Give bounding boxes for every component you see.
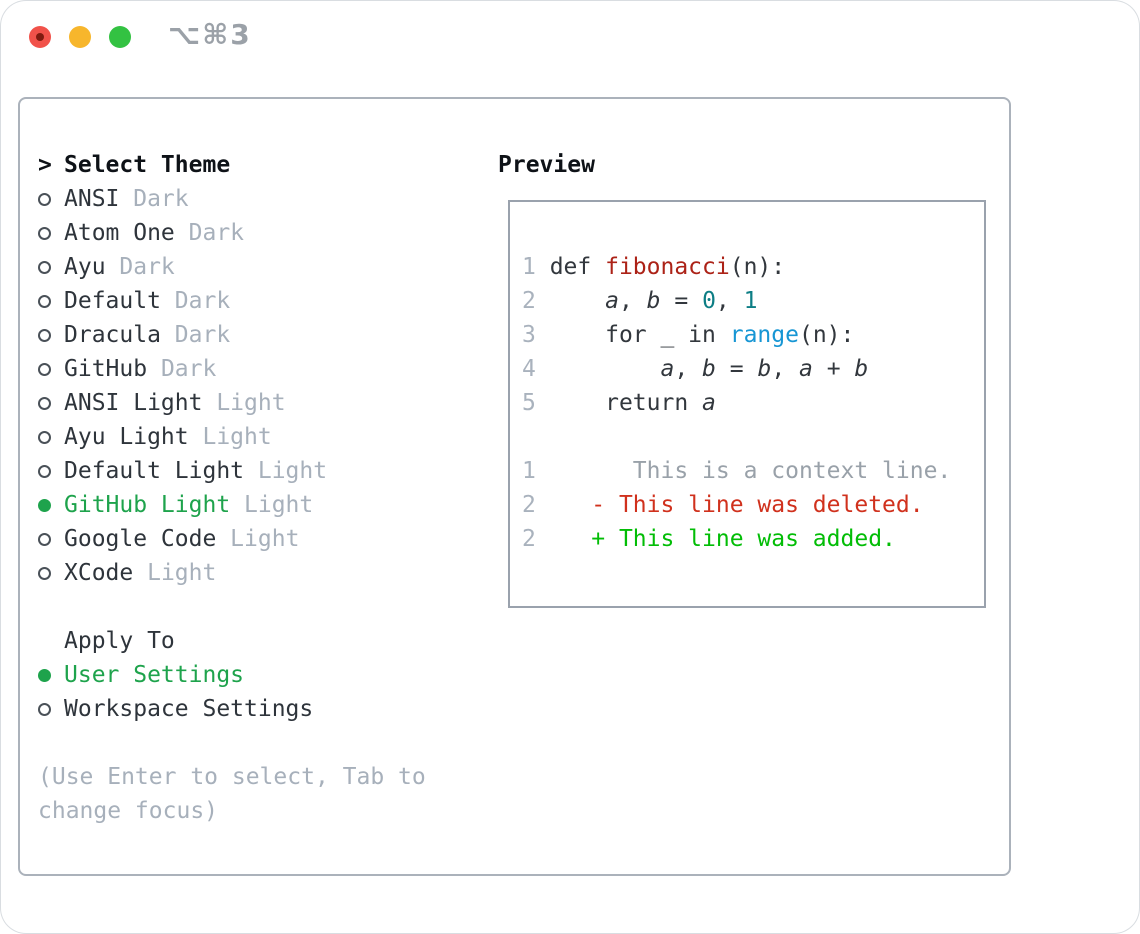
theme-variant-label: Dark — [160, 288, 231, 314]
radio-icon — [38, 430, 51, 444]
line-number: 2 — [522, 526, 550, 552]
select-theme-label: Select Theme — [64, 152, 231, 178]
theme-option-atom-one[interactable]: Atom One Dark — [38, 216, 426, 250]
option-label: ANSI Light — [64, 390, 203, 416]
option-label: Ayu Light — [64, 424, 189, 450]
radio-selected-icon — [38, 498, 51, 512]
theme-variant-label: Dark — [105, 254, 175, 280]
radio-icon — [38, 532, 51, 546]
radio-icon — [38, 192, 51, 206]
theme-option-google-code[interactable]: Google Code Light — [38, 522, 426, 556]
line-number: 3 — [522, 322, 550, 348]
radio-selected-icon — [38, 668, 51, 682]
theme-variant-label: Dark — [160, 322, 231, 348]
theme-option-dracula[interactable]: Dracula Dark — [38, 318, 426, 352]
cursor-arrow-icon: > — [38, 152, 52, 178]
line-number: 2 — [522, 492, 550, 518]
hint-line-1: (Use Enter to select, Tab to — [38, 764, 426, 790]
option-label: XCode — [64, 560, 134, 586]
theme-variant-label: Light — [244, 458, 328, 484]
theme-option-ansi[interactable]: ANSI Dark — [38, 182, 426, 216]
radio-icon — [38, 702, 51, 716]
code-line: 1 This is a context line. — [522, 458, 952, 484]
code-line: 4 a, b = b, a + b — [522, 356, 869, 382]
option-label: User Settings — [64, 662, 245, 688]
radio-icon — [38, 226, 51, 240]
theme-variant-label: Light — [188, 424, 272, 450]
theme-option-xcode[interactable]: XCode Light — [38, 556, 426, 590]
code-line: 5 return a — [522, 390, 716, 416]
window-title: ⌥⌘3 — [168, 18, 252, 51]
radio-icon — [38, 396, 51, 410]
theme-option-default-light[interactable]: Default Light Light — [38, 454, 426, 488]
theme-variant-label: Dark — [119, 186, 189, 212]
zoom-button-icon[interactable] — [109, 26, 131, 48]
line-number: 2 — [522, 288, 550, 314]
option-label: GitHub Light — [64, 492, 231, 518]
code-line: 2 - This line was deleted. — [522, 492, 924, 518]
theme-picker-panel — [18, 97, 1011, 876]
minimize-button-icon[interactable] — [69, 26, 91, 48]
theme-option-github[interactable]: GitHub Dark — [38, 352, 426, 386]
line-number: 1 — [522, 458, 550, 484]
option-label: Workspace Settings — [64, 696, 314, 722]
hint-line-2: change focus) — [38, 798, 219, 824]
radio-icon — [38, 294, 51, 308]
apply-to-header: Apply To — [38, 624, 426, 658]
option-label: Default Light — [64, 458, 245, 484]
theme-variant-label: Light — [216, 526, 300, 552]
preview-box: 1 def fibonacci(n): 2 a, b = 0, 1 3 for _ … — [508, 200, 986, 608]
theme-variant-label: Light — [230, 492, 314, 518]
spacer-row — [38, 590, 426, 624]
code-preview: 1 def fibonacci(n): 2 a, b = 0, 1 3 for _ … — [510, 202, 984, 556]
select-theme-header: > Select Theme — [38, 148, 426, 182]
code-line: 2 a, b = 0, 1 — [522, 288, 758, 314]
theme-option-github-light[interactable]: GitHub Light Light — [38, 488, 426, 522]
option-label: GitHub — [64, 356, 148, 382]
theme-variant-label: Light — [202, 390, 286, 416]
line-number: 4 — [522, 356, 550, 382]
radio-icon — [38, 328, 51, 342]
radio-icon — [38, 464, 51, 478]
theme-variant-label: Light — [133, 560, 217, 586]
close-button-icon[interactable] — [29, 26, 51, 48]
option-label: Google Code — [64, 526, 217, 552]
line-number: 1 — [522, 254, 550, 280]
code-line — [522, 420, 984, 454]
option-label: Default — [64, 288, 161, 314]
radio-icon — [38, 260, 51, 274]
option-label: Dracula — [64, 322, 161, 348]
option-label: ANSI — [64, 186, 120, 212]
apply-to-label: Apply To — [64, 628, 175, 654]
traffic-lights — [29, 26, 131, 48]
theme-option-ayu-light[interactable]: Ayu Light Light — [38, 420, 426, 454]
theme-variant-label: Dark — [147, 356, 217, 382]
preview-label: Preview — [498, 152, 595, 178]
apply-option-user-settings[interactable]: User Settings — [38, 658, 426, 692]
apply-option-workspace-settings[interactable]: Workspace Settings — [38, 692, 426, 726]
spacer-row — [38, 726, 426, 760]
radio-icon — [38, 566, 51, 580]
code-line: 3 for _ in range(n): — [522, 322, 855, 348]
code-line: 1 def fibonacci(n): — [522, 254, 786, 280]
line-number: 5 — [522, 390, 550, 416]
theme-variant-label: Dark — [174, 220, 245, 246]
option-label: Atom One — [64, 220, 175, 246]
radio-icon — [38, 362, 51, 376]
theme-option-default[interactable]: Default Dark — [38, 284, 426, 318]
theme-option-ansi-light[interactable]: ANSI Light Light — [38, 386, 426, 420]
option-label: Ayu — [64, 254, 106, 280]
code-line: 2 + This line was added. — [522, 526, 896, 552]
theme-option-ayu[interactable]: Ayu Dark — [38, 250, 426, 284]
